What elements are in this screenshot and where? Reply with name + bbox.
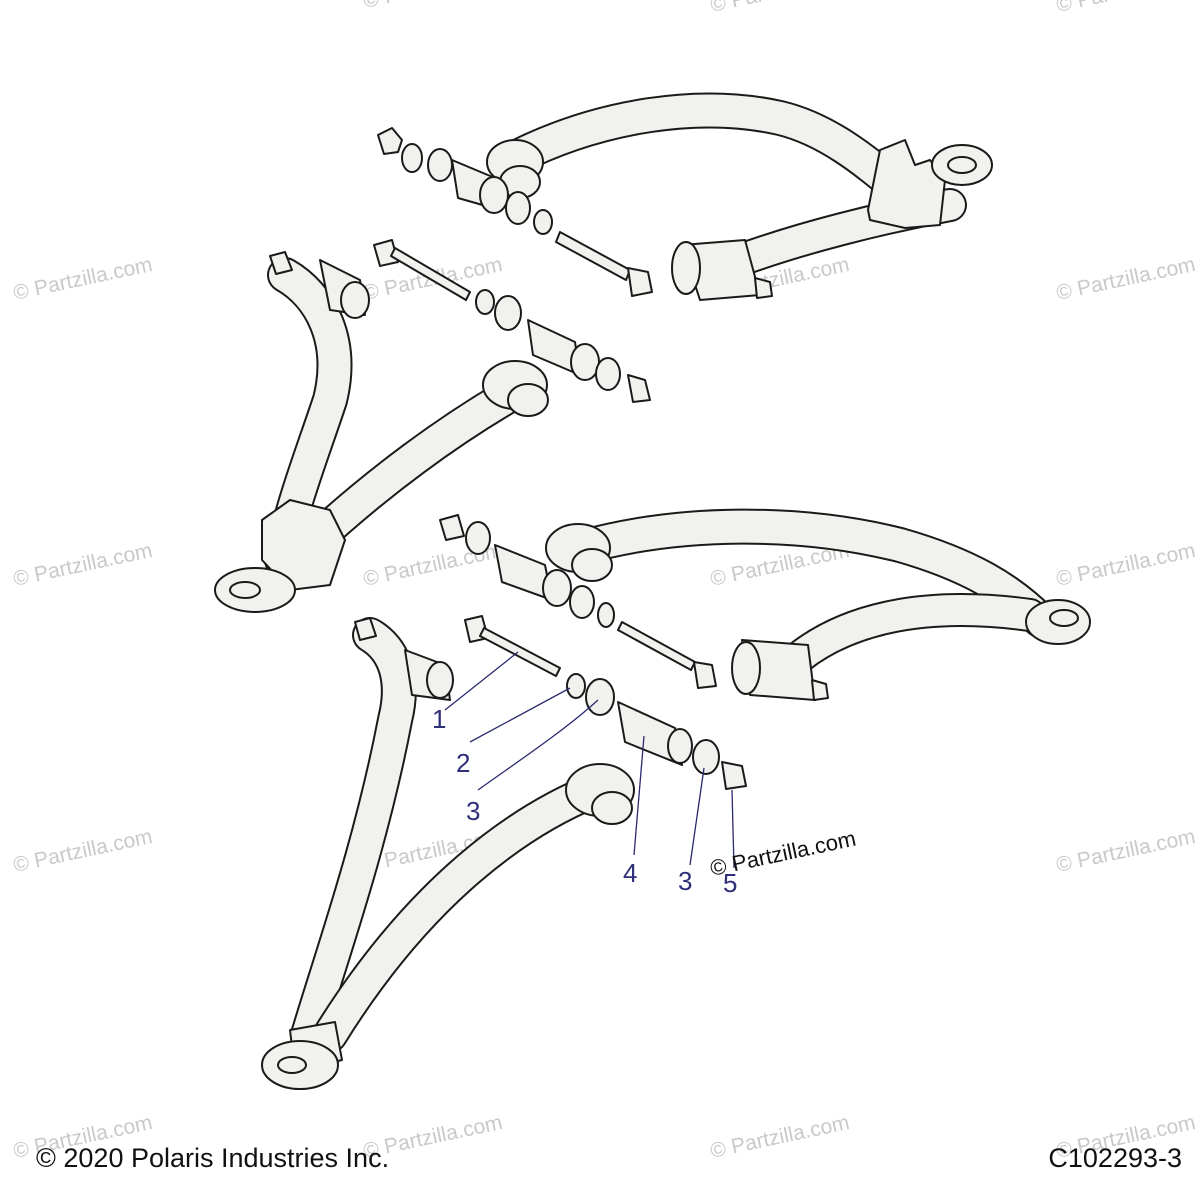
watermark: © Partzilla.com [1054,0,1197,17]
bushing [617,701,683,766]
callout-3b: 3 [678,866,692,896]
watermark: © Partzilla.com [1054,253,1197,305]
washer-large-2 [692,739,720,775]
callout-3: 3 [466,796,480,826]
callout-1: 1 [432,704,446,734]
callout-4: 4 [623,858,637,888]
washer-small [566,673,586,699]
callout-2: 2 [456,748,470,778]
watermark: © Partzilla.com [708,0,851,17]
watermark: © Partzilla.com [708,1111,851,1163]
watermark: © Partzilla.com [361,0,504,13]
lower-left-control-arm [261,617,635,1090]
nut [721,761,747,790]
diagram-code: C102293-3 [1048,1143,1182,1173]
watermark: © Partzilla.com [1054,825,1197,877]
callout-hardware-set [464,615,747,790]
middle-hardware-set [373,239,651,403]
callout-labels: 1 2 3 4 3 5 [432,704,737,898]
upper-right-control-arm [486,92,993,301]
watermark-main: © Partzilla.com [708,826,858,881]
upper-hardware-set [377,127,653,297]
watermark: © Partzilla.com [11,825,154,877]
copyright-notice: © 2020 Polaris Industries Inc. [36,1143,390,1173]
upper-left-control-arm [214,251,549,613]
watermark: © Partzilla.com [11,253,154,305]
lower-right-control-arm [545,508,1091,701]
washer-large [585,678,615,716]
leader-lines [444,651,735,869]
callout-5: 5 [723,868,737,898]
watermark: © Partzilla.com [11,539,154,591]
watermark: © Partzilla.com [1054,539,1197,591]
bolt-shank [479,627,561,677]
lower-middle-hardware-set [439,514,717,689]
